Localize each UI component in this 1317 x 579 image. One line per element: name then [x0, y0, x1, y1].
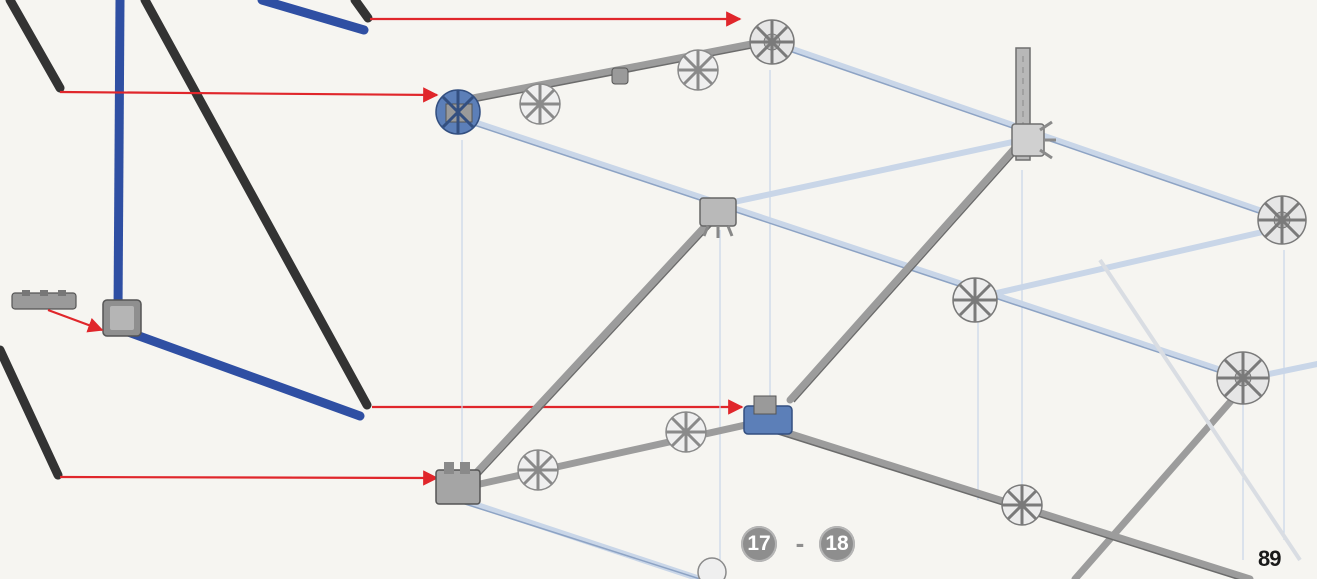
grey-rod-shading — [462, 44, 1250, 579]
step-range-separator: - — [788, 526, 812, 562]
blue-rod — [128, 332, 360, 416]
hub-connector-icon — [1217, 352, 1269, 404]
coupler — [612, 68, 628, 84]
light-rods — [462, 42, 1317, 579]
hub-connector-icon — [700, 198, 736, 238]
left-subassembly — [0, 0, 368, 475]
hub-connector-icon — [103, 300, 141, 336]
hub-connector-icon — [520, 84, 560, 124]
red-assembly-arrow-icon — [48, 310, 102, 330]
hub-connector-icon — [436, 462, 480, 504]
black-rod — [10, 0, 60, 88]
hub-connector-icon — [666, 412, 706, 452]
page-number: 89 — [1258, 546, 1280, 572]
blue-rod — [118, 0, 120, 312]
assembly-arrows — [48, 19, 742, 478]
small-clip-piece — [12, 290, 76, 309]
hub-connector-icon — [518, 450, 558, 490]
hub-connector-icon — [1258, 196, 1306, 244]
step-start-badge: 17 — [741, 526, 777, 562]
hub-connector-icon — [750, 20, 794, 64]
hub-connector-icon — [698, 558, 726, 579]
hub-connector-icon — [953, 278, 997, 322]
step-end-badge: 18 — [819, 526, 855, 562]
black-rod — [0, 350, 58, 475]
hub-connector-icon — [1012, 122, 1056, 158]
blue-rod — [262, 0, 364, 30]
red-assembly-arrow-icon — [60, 477, 437, 478]
connectors — [436, 20, 1306, 579]
black-rod — [355, 0, 368, 18]
hub-connector-icon — [436, 90, 480, 134]
black-rod — [145, 0, 367, 405]
hub-connector-icon — [678, 50, 718, 90]
hub-connector-icon — [744, 396, 792, 434]
hub-connector-icon — [1002, 485, 1042, 525]
